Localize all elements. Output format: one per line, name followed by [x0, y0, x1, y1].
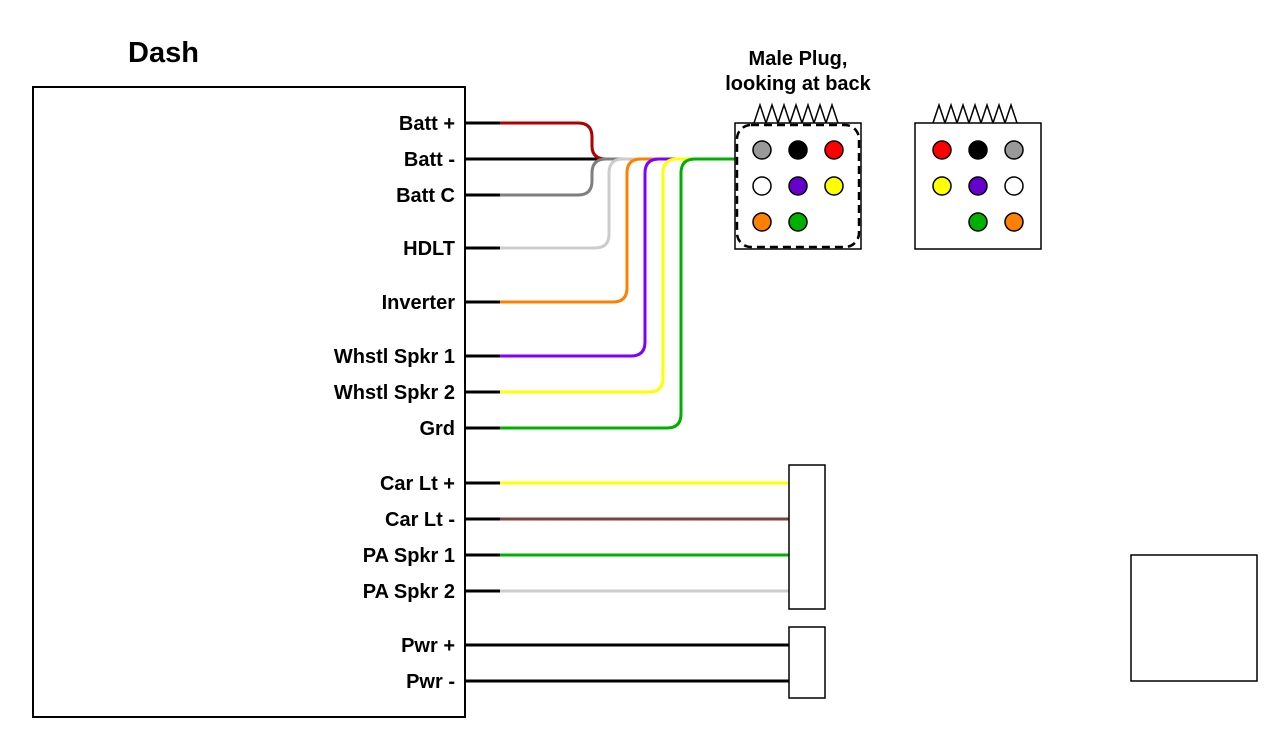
pin-label-pa-spkr-2: PA Spkr 2: [363, 581, 455, 603]
female-plug-pin-6: [1004, 176, 1024, 196]
wire-hdlt: [500, 157, 735, 250]
pin-label-pwr-plus: Pwr +: [401, 635, 455, 657]
pin-label-hdlt: HDLT: [403, 238, 455, 260]
male-plug-pin-1: [752, 140, 772, 160]
male-plug-pin-4: [752, 176, 772, 196]
wire-batt-plus: [500, 121, 735, 161]
female-plug-pin-8: [968, 212, 988, 232]
pin-label-whstl-spkr-1: Whstl Spkr 1: [334, 346, 455, 368]
wire-batt-c: [500, 157, 735, 197]
female-plug-pin-3: [1004, 140, 1024, 160]
male-plug-pin-7: [752, 212, 772, 232]
female-plug-pin-4: [932, 176, 952, 196]
wire-inverter: [500, 157, 735, 304]
pin-label-car-lt-minus: Car Lt -: [385, 509, 455, 531]
car-light-pa-connector: [788, 464, 826, 610]
pin-label-car-lt-plus: Car Lt +: [380, 473, 455, 495]
male-plug-pin-5: [788, 176, 808, 196]
female-plug-pin-5: [968, 176, 988, 196]
male-plug-caption-line1: Male Plug,: [749, 48, 848, 70]
wire-whstl-spkr-1: [500, 157, 735, 358]
male-plug-pin-3: [824, 140, 844, 160]
pin-label-inverter: Inverter: [382, 292, 456, 314]
power-connector: [788, 626, 826, 699]
male-plug-pin-8: [788, 212, 808, 232]
female-plug-pin-2: [968, 140, 988, 160]
male-plug-pin-6: [824, 176, 844, 196]
male-plug-caption-line2: looking at back: [725, 73, 871, 95]
pin-label-pwr-minus: Pwr -: [406, 671, 455, 693]
pin-label-batt-c: Batt C: [396, 185, 455, 207]
pin-label-grd: Grd: [419, 418, 455, 440]
wire-group: [500, 121, 789, 683]
female-plug-pin-1: [932, 140, 952, 160]
pin-label-batt-minus: Batt -: [404, 149, 455, 171]
male-plug-pin-grid: [752, 140, 844, 232]
pin-stub-group: [465, 121, 500, 683]
wire-grd: [500, 157, 735, 430]
dash-title: Dash: [128, 37, 199, 69]
dash-box: [32, 86, 466, 718]
wire-whstl-spkr-2: [500, 157, 735, 394]
male-plug-outline: [735, 123, 861, 249]
male-plug-latch-teeth: [753, 102, 839, 126]
pin-label-batt-plus: Batt +: [399, 113, 455, 135]
female-plug-latch-teeth: [932, 102, 1018, 126]
pin-label-pa-spkr-1: PA Spkr 1: [363, 545, 455, 567]
empty-box: [1130, 554, 1258, 682]
female-plug-pin-9: [1004, 212, 1024, 232]
male-plug-pin-2: [788, 140, 808, 160]
female-plug-pin-grid: [932, 140, 1024, 232]
pin-label-whstl-spkr-2: Whstl Spkr 2: [334, 382, 455, 404]
